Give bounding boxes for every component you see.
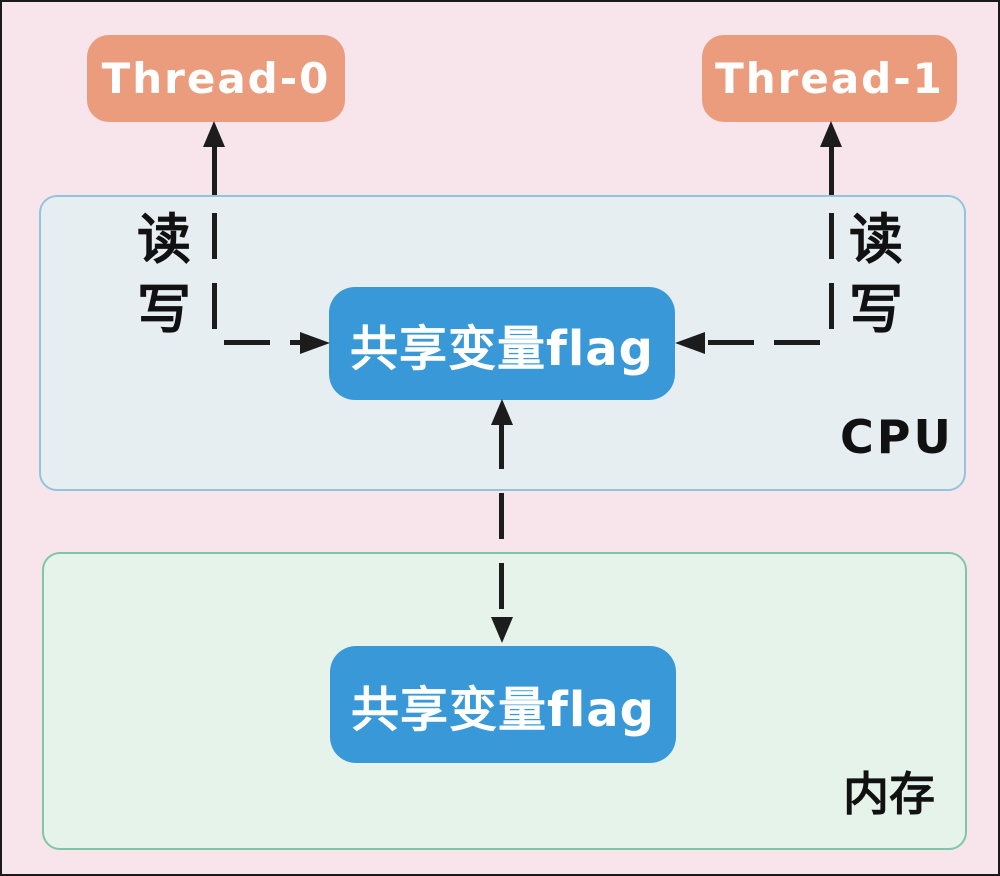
right-dashed-horizontal-line xyxy=(708,340,822,345)
thread0-label: Thread-0 xyxy=(101,54,331,103)
right-arrowhead-left xyxy=(675,332,705,354)
memory-shared-variable-node: 共享变量flag xyxy=(330,646,676,763)
read-char-left: 读 xyxy=(137,208,191,271)
thread1-arrowhead-up xyxy=(820,121,842,147)
write-char-right: 写 xyxy=(849,278,903,341)
thread0-arrowhead-up xyxy=(203,121,225,147)
thread1-label: Thread-1 xyxy=(715,54,944,103)
thread0-arrow-shaft xyxy=(212,145,217,195)
cpu-region-label: CPU xyxy=(840,410,954,464)
sync-arrowhead-up xyxy=(491,399,513,425)
cpu-shared-variable-label: 共享变量flag xyxy=(349,320,655,377)
write-char-left: 写 xyxy=(137,278,191,341)
read-write-label-right: 读 写 xyxy=(845,205,907,345)
thread1-node: Thread-1 xyxy=(702,35,957,122)
thread0-node: Thread-0 xyxy=(87,35,345,122)
right-dashed-vertical-line xyxy=(829,213,834,333)
left-arrowhead-right xyxy=(300,332,330,354)
sync-arrowhead-down xyxy=(491,617,513,643)
sync-dashed-line xyxy=(499,423,504,619)
left-dashed-vertical-line xyxy=(212,213,217,333)
read-write-label-left: 读 写 xyxy=(133,205,195,345)
thread1-arrow-shaft xyxy=(829,145,834,195)
cpu-shared-variable-node: 共享变量flag xyxy=(329,287,675,400)
memory-region-label: 内存 xyxy=(843,767,935,821)
memory-shared-variable-label: 共享变量flag xyxy=(350,681,656,738)
read-char-right: 读 xyxy=(849,208,903,271)
left-dashed-horizontal-line xyxy=(224,340,310,345)
